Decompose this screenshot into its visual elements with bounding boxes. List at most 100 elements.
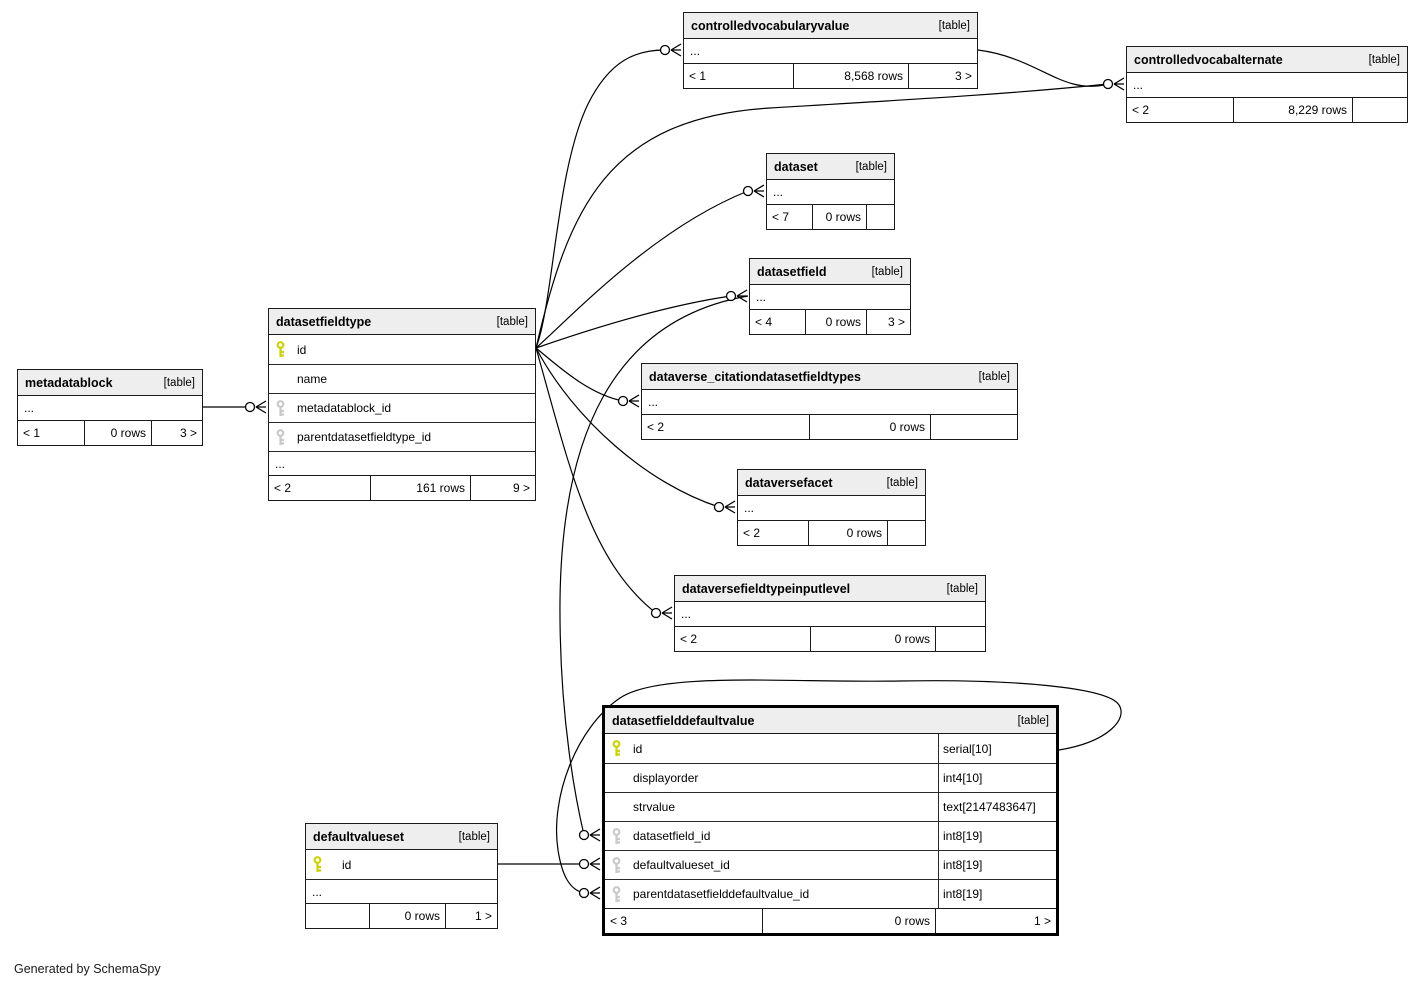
rel-dft-datasetfield [535, 295, 732, 349]
table-dataset[interactable]: dataset [table] ... < 7 0 rows [766, 153, 895, 230]
table-datasetfield[interactable]: datasetfield [table] ... < 4 0 rows 3 > [749, 258, 911, 335]
table-dataversefacet[interactable]: dataversefacet [table] ... < 2 0 rows [737, 469, 926, 546]
column-row: defaultvalueset_id int8[19] [605, 850, 1056, 879]
table-footer: < 2 0 rows [675, 626, 985, 651]
column-row: id serial[10] [605, 734, 1056, 763]
footer-children[interactable]: 1 > [1033, 914, 1051, 928]
table-tag: [table] [1017, 714, 1049, 727]
column-name: id [633, 741, 643, 756]
rel-dft-controlledvocabularyvalue [535, 49, 666, 349]
primary-key-icon [611, 740, 633, 757]
table-title[interactable]: dataverse_citationdatasetfieldtypes [649, 369, 861, 384]
primary-key-icon [312, 856, 342, 873]
footer-children[interactable]: 9 > [512, 481, 530, 495]
table-controlledvocabalternate[interactable]: controlledvocabalternate [table] ... < 2… [1126, 46, 1408, 123]
table-header: dataversefieldtypeinputlevel [table] [675, 576, 985, 602]
table-title[interactable]: datasetfieldtype [276, 314, 372, 329]
table-header: dataset [table] [767, 154, 894, 180]
column-row: strvalue text[2147483647] [605, 792, 1056, 821]
footer-rowcount: 161 rows [371, 476, 471, 500]
endpoint-dfdv-datasetfield-id [578, 828, 601, 842]
table-defaultvalueset[interactable]: defaultvalueset [table] id ... 0 rows 1 … [305, 823, 498, 929]
footer-children [931, 415, 1017, 439]
table-dataverse-citationdatasetfieldtypes[interactable]: dataverse_citationdatasetfieldtypes [tab… [641, 363, 1018, 440]
footer-children [867, 205, 894, 229]
column-type: int4[10] [938, 764, 1056, 792]
footer-parents[interactable]: < 2 [269, 476, 371, 500]
column-name: datasetfield_id [633, 829, 711, 843]
column-name: defaultvalueset_id [633, 858, 730, 872]
table-footer: < 2 161 rows 9 > [269, 475, 535, 500]
column-type: text[2147483647] [938, 793, 1056, 821]
endpoint-dfdv-defaultvalueset-id [578, 857, 601, 871]
table-title[interactable]: metadatablock [25, 375, 113, 390]
table-datasetfieldtype[interactable]: datasetfieldtype [table] id name metadat… [268, 308, 536, 501]
column-name: displayorder [633, 771, 699, 785]
column-row: metadatablock_id [269, 393, 535, 422]
table-footer: < 7 0 rows [767, 204, 894, 229]
foreign-key-icon [275, 399, 297, 417]
table-title[interactable]: dataset [774, 159, 818, 174]
column-type: int8[19] [938, 880, 1056, 908]
footer-parents[interactable]: < 1 [18, 421, 85, 445]
footer-children[interactable]: 3 > [954, 69, 972, 83]
endpoint-dataversefacet [713, 500, 736, 514]
table-tag: [table] [946, 582, 978, 595]
table-footer: < 2 8,229 rows [1127, 97, 1407, 122]
table-title[interactable]: dataversefacet [745, 475, 833, 490]
footer-rowcount: 8,229 rows [1234, 98, 1353, 122]
table-header: defaultvalueset [table] [306, 824, 497, 850]
columns-ellipsis: ... [744, 501, 755, 515]
footer-parents[interactable]: < 3 [605, 909, 763, 933]
table-title[interactable]: dataversefieldtypeinputlevel [682, 581, 851, 596]
column-type: int8[19] [938, 851, 1056, 879]
footer-rowcount: 0 rows [806, 310, 867, 334]
table-title[interactable]: controlledvocabalternate [1134, 52, 1283, 67]
table-title[interactable]: datasetfielddefaultvalue [612, 713, 755, 728]
footer-parents[interactable]: < 2 [1127, 98, 1234, 122]
columns-ellipsis: ... [269, 451, 535, 475]
generator-note: Generated by SchemaSpy [14, 962, 161, 976]
table-datasetfielddefaultvalue[interactable]: datasetfielddefaultvalue [table] id seri… [602, 705, 1059, 936]
footer-children[interactable]: 3 > [887, 315, 905, 329]
table-footer: < 1 8,568 rows 3 > [684, 63, 977, 88]
footer-rowcount: 0 rows [85, 421, 152, 445]
footer-children[interactable]: 1 > [474, 909, 492, 923]
footer-parents[interactable]: < 7 [767, 205, 813, 229]
footer-parents[interactable]: < 2 [675, 627, 811, 651]
table-tag: [table] [938, 19, 970, 32]
table-title[interactable]: defaultvalueset [313, 829, 405, 844]
table-footer: 0 rows 1 > [306, 903, 497, 928]
rel-dfdv-self [556, 679, 1122, 894]
footer-rowcount: 0 rows [813, 205, 867, 229]
endpoint-citationdatasetfieldtypes [617, 394, 640, 408]
table-tag: [table] [855, 160, 887, 173]
table-title[interactable]: controlledvocabularyvalue [691, 18, 850, 33]
columns-ellipsis: ... [306, 879, 497, 903]
endpoint-dataversefieldtypeinputlevel [650, 606, 673, 620]
footer-parents[interactable]: < 1 [684, 64, 794, 88]
column-row: name [269, 364, 535, 393]
foreign-key-icon [275, 428, 297, 446]
rel-dft-dataversefacet [535, 347, 720, 508]
footer-children [888, 521, 925, 545]
column-type: serial[10] [938, 734, 1056, 763]
footer-rowcount: 0 rows [811, 627, 936, 651]
footer-parents[interactable]: < 4 [750, 310, 806, 334]
footer-children[interactable]: 3 > [179, 426, 197, 440]
endpoint-datasetfield [725, 289, 748, 303]
footer-rowcount: 8,568 rows [794, 64, 909, 88]
table-title[interactable]: datasetfield [757, 264, 827, 279]
column-name: name [297, 372, 328, 386]
rel-datasetfield-dfdv [559, 295, 749, 836]
footer-parents[interactable]: < 2 [738, 521, 809, 545]
table-metadatablock[interactable]: metadatablock [table] ... < 1 0 rows 3 > [17, 369, 203, 446]
table-controlledvocabularyvalue[interactable]: controlledvocabularyvalue [table] ... < … [683, 12, 978, 89]
table-dataversefieldtypeinputlevel[interactable]: dataversefieldtypeinputlevel [table] ...… [674, 575, 986, 652]
columns-ellipsis: ... [1133, 78, 1144, 92]
footer-rowcount: 0 rows [809, 521, 888, 545]
footer-children [1353, 98, 1407, 122]
footer-parents[interactable]: < 2 [642, 415, 810, 439]
endpoint-dataset [742, 184, 765, 198]
